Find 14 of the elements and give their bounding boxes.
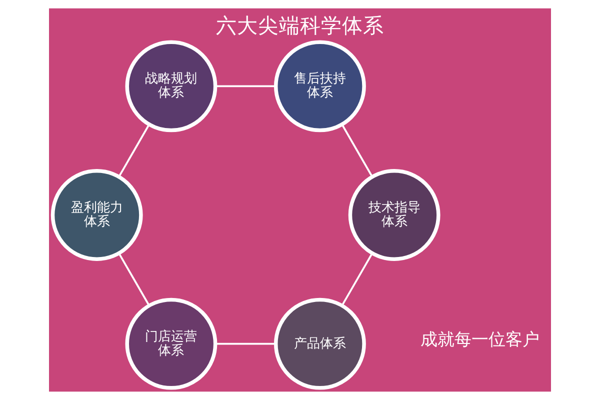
node-circle: 售后扶持体系 <box>274 40 366 132</box>
connector <box>215 85 276 88</box>
node-circle: 产品体系 <box>274 298 366 390</box>
connector <box>216 342 276 345</box>
node-circle: 技术指导体系 <box>348 169 440 261</box>
diagram-title: 六大尖端科学体系 <box>216 13 384 38</box>
label: 成就每一位客户 <box>420 328 540 349</box>
node-circle: 门店运营体系 <box>125 298 218 390</box>
connector <box>118 252 150 306</box>
node-circle: 战略规划体系 <box>125 40 218 132</box>
connector <box>118 124 150 178</box>
connector <box>341 124 373 178</box>
node-circle: 盈利能力体系 <box>50 169 143 261</box>
connector <box>341 252 374 306</box>
